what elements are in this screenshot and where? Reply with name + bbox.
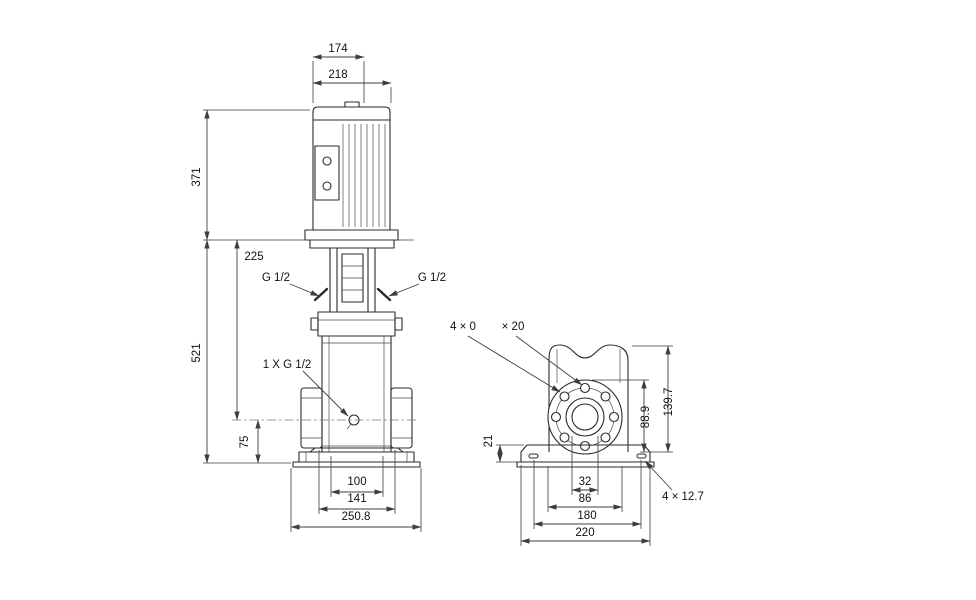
dim-label-225: 225 [244,251,263,263]
motor-stool [309,239,395,313]
motor [304,101,399,241]
discharge-flange [390,387,413,449]
bolt-holes-label-prefix: 4 × 0 [450,321,476,333]
pump-head [317,311,396,337]
dim-label-180: 180 [577,510,596,522]
base-holes-label: 4 × 12.7 [662,491,704,503]
dim-label-75: 75 [239,436,251,449]
motor-lifting-eye [344,101,360,108]
suction-flange [300,387,323,449]
side-view-dimensions: 4 × 0 × 20 21 88.9 139.7 32 86 180 220 4… [450,321,704,546]
lantern-post-left [329,247,338,313]
bolt-hole [579,440,591,452]
dim-label-139-7: 139.7 [663,388,675,417]
front-view-dimensions: 174 218 371 225 521 75 100 141 250.8 G 1… [191,43,446,532]
leader-bolt-holes-2 [515,335,583,386]
base-feet [292,461,421,468]
base-slot-left [528,453,539,459]
leader-drain-port [302,370,349,417]
pump-head-tab-left [310,317,319,331]
leader-bolt-holes-1 [467,335,561,393]
bolt-hole [608,411,620,423]
terminal-box-screw [322,156,332,166]
port-label-right: G 1/2 [418,272,446,284]
bolt-holes-label-suffix: × 20 [502,321,525,333]
dim-label-250-8: 250.8 [342,511,371,523]
flange-bolt-holes [550,382,620,452]
side-view [516,344,655,468]
vent-plug-right [376,287,392,302]
base-transition [309,447,404,453]
dim-label-141: 141 [347,493,366,505]
base-slot-right [636,453,647,459]
dim-label-218: 218 [328,69,347,81]
bolt-hole [600,432,611,443]
dim-label-100: 100 [347,476,366,488]
dim-label-371: 371 [191,167,203,186]
dim-label-521: 521 [191,343,203,362]
front-view [292,101,421,468]
pump-head-tab-right [394,317,403,331]
dim-label-86: 86 [579,493,592,505]
dim-label-174: 174 [328,43,348,55]
bolt-hole [550,411,562,423]
lantern-post-right [367,247,376,313]
pump-body [292,311,421,468]
side-view-body [516,344,655,468]
bolt-hole [559,391,570,402]
leader-port-right [388,283,420,297]
drain-port-label: 1 X G 1/2 [263,359,312,371]
base-feet-side [516,461,655,468]
bolt-hole [579,382,591,394]
dim-label-32: 32 [579,476,592,488]
vent-plug-left [313,287,329,302]
bolt-hole [559,432,570,443]
base-plate [298,451,415,463]
leader-port-left [289,283,320,297]
terminal-box-screw [322,181,332,191]
chamber-stack [321,335,392,453]
dim-label-88-9: 88.9 [640,406,652,428]
fan-cover [312,106,391,121]
dim-label-21: 21 [483,435,495,448]
support-bracket [548,344,629,452]
bolt-hole [600,391,611,402]
motor-fins [342,124,386,227]
dim-label-220: 220 [575,527,594,539]
pipe-outline [565,397,605,437]
motor-foot-flange [304,229,399,241]
adapter-plate [309,239,395,249]
leader-base-holes [644,460,673,491]
terminal-box [314,145,340,201]
port-label-left: G 1/2 [262,272,290,284]
port-bore [571,403,599,431]
